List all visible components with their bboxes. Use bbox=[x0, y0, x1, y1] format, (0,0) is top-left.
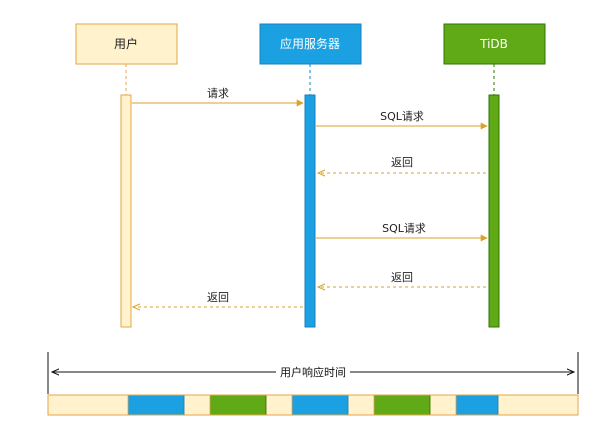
participant-app-server-label: 应用服务器 bbox=[280, 36, 340, 51]
message-return-1-label: 返回 bbox=[391, 156, 413, 169]
timeline-segment-app bbox=[291, 394, 349, 416]
participant-user: 用户 bbox=[75, 23, 178, 65]
response-time-span: 用户响应时间 bbox=[47, 352, 579, 394]
timeline-bar bbox=[47, 394, 579, 416]
participant-user-label: 用户 bbox=[114, 36, 138, 51]
timeline-segment-app bbox=[455, 394, 499, 416]
message-request-label: 请求 bbox=[207, 87, 229, 100]
message-sql-request-1: SQL请求 bbox=[316, 110, 488, 130]
participant-tidb-label: TiDB bbox=[479, 37, 508, 51]
activation-user bbox=[120, 94, 132, 328]
message-request: 请求 bbox=[132, 87, 304, 107]
message-return-1: 返回 bbox=[318, 156, 486, 173]
timeline-segment-user bbox=[265, 394, 293, 416]
message-return-3: 返回 bbox=[133, 291, 303, 307]
message-return-3-label: 返回 bbox=[207, 291, 229, 304]
message-return-2-label: 返回 bbox=[391, 271, 413, 284]
timeline-segment-db bbox=[373, 394, 431, 416]
timeline-segment-user bbox=[47, 394, 129, 416]
timeline-segment-user bbox=[429, 394, 457, 416]
message-return-2: 返回 bbox=[318, 271, 486, 287]
message-sql-request-2: SQL请求 bbox=[316, 222, 488, 242]
message-sql-request-2-label: SQL请求 bbox=[382, 222, 426, 235]
activation-app-server bbox=[304, 94, 316, 328]
message-sql-request-1-label: SQL请求 bbox=[380, 110, 424, 123]
timeline-segment-user bbox=[497, 394, 579, 416]
activation-tidb bbox=[488, 94, 500, 328]
timeline-segment-app bbox=[127, 394, 185, 416]
timeline-segment-user bbox=[183, 394, 211, 416]
participant-tidb: TiDB bbox=[443, 23, 546, 65]
timeline-segment-user bbox=[347, 394, 375, 416]
response-time-label: 用户响应时间 bbox=[280, 365, 346, 379]
participant-app-server: 应用服务器 bbox=[259, 23, 362, 65]
timeline-segment-db bbox=[209, 394, 267, 416]
